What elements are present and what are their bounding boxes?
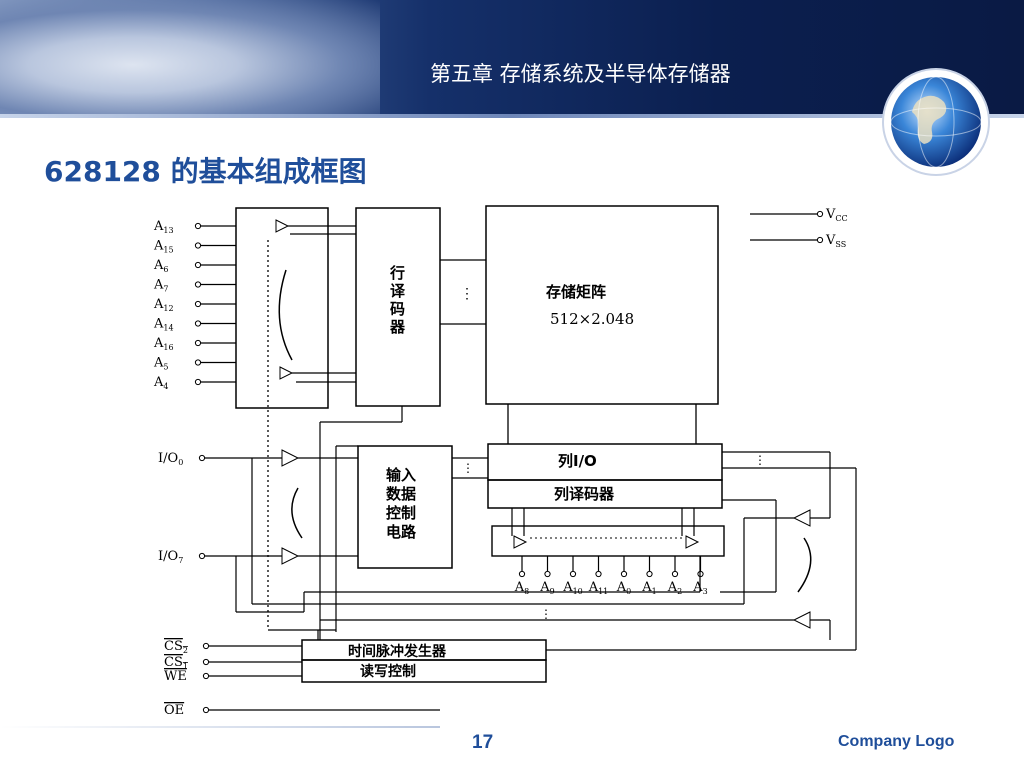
header-bottom-bar xyxy=(0,114,1024,118)
slide-title: 628128 的基本组成框图 xyxy=(44,155,367,188)
input-data-control-line: 数据 xyxy=(386,485,416,503)
input-data-control-line: 电路 xyxy=(386,523,417,541)
io-bus-dots: ⋮ xyxy=(462,461,474,475)
column-address-pin-label: A3 xyxy=(692,580,707,596)
rw-control-label: 读写控制 xyxy=(360,663,416,680)
company-logo: Company Logo xyxy=(838,733,955,750)
address-buffer-triangle-top xyxy=(275,219,290,233)
address-pin-label: A5 xyxy=(153,356,168,372)
address-pin-label: A6 xyxy=(153,258,168,274)
io-pins: I/O0I/O7 xyxy=(158,451,282,565)
column-address-pin-label: A10 xyxy=(562,580,583,596)
address-pin-label: A16 xyxy=(153,336,174,352)
column-io-label: 列I/O xyxy=(558,452,597,470)
row-decoder-char: 器 xyxy=(389,318,406,336)
column-address-terminal xyxy=(595,570,602,578)
column-address-terminal xyxy=(569,570,577,578)
address-pins-bottom: A8 A9 A10 A11 A0 A1 A2 A3 xyxy=(514,556,708,596)
control-pin-terminal xyxy=(202,658,210,666)
column-address-pin-label: A1 xyxy=(641,580,656,596)
column-address-buffer-box xyxy=(491,525,725,557)
control-pin-terminal xyxy=(202,706,210,714)
io-pin-terminal xyxy=(198,552,206,560)
row-decoder-box xyxy=(355,207,441,407)
column-decoder-label: 列译码器 xyxy=(554,485,615,503)
chapter-title: 第五章 存储系统及半导体存储器 xyxy=(430,62,731,86)
row-decoder-char: 译 xyxy=(390,282,406,300)
address-pin-label: A13 xyxy=(153,219,174,235)
column-io-box xyxy=(487,443,723,481)
address-pin-label: A14 xyxy=(153,317,174,333)
out-bus-dots: ⋮ xyxy=(754,453,766,467)
column-address-pin-label: A0 xyxy=(616,580,631,596)
header-banner: 第五章 存储系统及半导体存储器 xyxy=(0,0,1024,118)
row-decoder-char: 行 xyxy=(389,264,405,282)
address-buffer-triangle-bottom xyxy=(279,366,294,380)
column-address-pin-label: A8 xyxy=(514,580,529,596)
column-address-pin-label: A9 xyxy=(539,580,554,596)
column-address-terminal xyxy=(620,570,628,578)
header-photo xyxy=(0,0,380,118)
memory-array-box xyxy=(485,205,719,405)
column-address-terminal xyxy=(671,570,679,578)
address-pin-terminal xyxy=(194,378,202,386)
address-pin-terminal xyxy=(194,359,202,366)
control-pin-terminal xyxy=(202,672,210,680)
input-data-control-line: 控制 xyxy=(386,504,416,522)
control-pin-terminal xyxy=(202,642,210,650)
control-pin-label: WE xyxy=(164,669,187,684)
address-pin-terminal xyxy=(194,261,202,269)
column-decoder-box xyxy=(487,479,723,509)
address-pin-terminal xyxy=(194,242,202,249)
control-pin-label: OE xyxy=(164,703,184,718)
column-address-terminal xyxy=(646,570,653,578)
input-data-control-box xyxy=(357,445,453,569)
vss-label: VSS xyxy=(825,233,846,249)
memory-array-size: 512×2.048 xyxy=(550,310,634,328)
address-pin-terminal xyxy=(194,339,202,347)
row-bus-dots: ⋮ xyxy=(460,286,474,302)
io-pin-label: I/O7 xyxy=(158,549,183,565)
input-data-control-line: 输入 xyxy=(386,466,416,484)
globe-logo xyxy=(882,68,990,176)
memory-array-title: 存储矩阵 xyxy=(546,283,606,301)
address-buffer-box xyxy=(235,207,329,409)
column-address-terminal xyxy=(544,570,551,578)
control-pin-label: CS2 xyxy=(164,639,188,655)
output-buffer-triangle-top xyxy=(792,509,811,527)
footer-divider xyxy=(0,726,440,728)
column-address-terminal xyxy=(518,570,526,578)
output-buffer-triangle-bottom xyxy=(792,611,811,629)
address-pin-label: A12 xyxy=(153,297,174,313)
address-pin-label: A4 xyxy=(153,375,168,391)
address-pin-terminal xyxy=(194,320,202,327)
row-decoder-char: 码 xyxy=(390,300,405,318)
column-address-pin-label: A11 xyxy=(588,580,609,596)
address-pin-terminal xyxy=(194,300,202,308)
io-pin-terminal xyxy=(198,454,206,462)
control-pin-label: CS1 xyxy=(164,655,188,671)
rw-control-box xyxy=(301,659,547,683)
column-address-pin-label: A2 xyxy=(667,580,682,596)
vcc-label: VCC xyxy=(825,207,848,223)
timing-generator-label: 时间脉冲发生器 xyxy=(348,643,447,660)
address-pin-terminal xyxy=(194,281,202,288)
io-pin-label: I/O0 xyxy=(158,451,183,467)
page-number: 17 xyxy=(472,732,494,753)
address-pin-label: A15 xyxy=(153,239,174,255)
io-buffer-triangle-7 xyxy=(281,547,300,565)
address-pin-terminal xyxy=(194,222,202,230)
bottom-bus-dots: ⋮ xyxy=(540,607,552,621)
address-pin-label: A7 xyxy=(153,278,168,294)
io-buffer-triangle-0 xyxy=(281,449,300,467)
